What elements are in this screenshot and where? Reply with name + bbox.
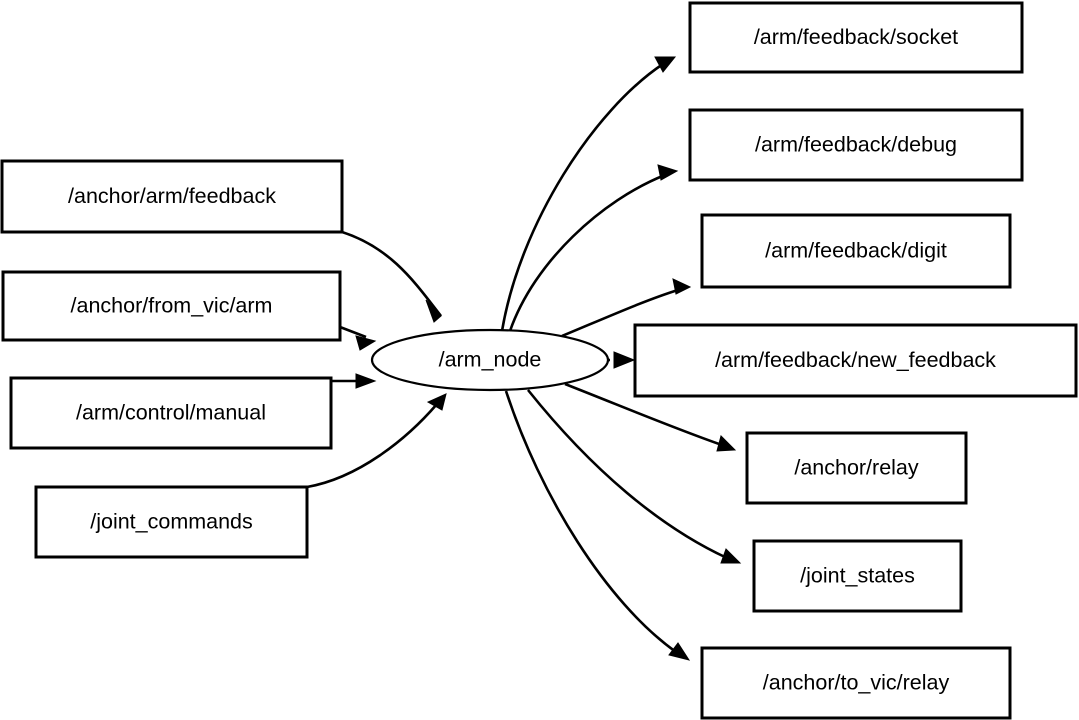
topic-node-anchor-relay[interactable]: /anchor/relay	[745, 431, 968, 505]
topic-label-arm-feedback-new-feedback: /arm/feedback/new_feedback	[715, 348, 996, 372]
topic-box-arm-feedback-debug[interactable]	[688, 108, 1024, 182]
edge-in-anchor-arm-feedback	[341, 230, 443, 317]
center-node-arm-node[interactable]: /arm_node	[370, 328, 610, 392]
topic-label-anchor-relay: /anchor/relay	[794, 456, 919, 480]
topic-box-anchor-relay[interactable]	[745, 431, 968, 505]
arrowhead-icon-arm-feedback-socket	[654, 56, 677, 73]
topic-node-joint-commands[interactable]: /joint_commands	[34, 485, 309, 559]
topic-box-anchor-arm-feedback[interactable]	[0, 159, 344, 234]
topic-node-anchor-arm-feedback[interactable]: /anchor/arm/feedback	[0, 159, 344, 234]
topic-node-anchor-from-vic-arm[interactable]: /anchor/from_vic/arm	[1, 270, 342, 342]
topic-label-anchor-to-vic-relay: /anchor/to_vic/relay	[763, 671, 950, 695]
node-ellipse-arm-node[interactable]	[370, 328, 610, 392]
topic-label-anchor-from-vic-arm: /anchor/from_vic/arm	[71, 294, 273, 318]
edge-out-arm-feedback-digit	[561, 288, 679, 338]
edge-out-arm-feedback-socket	[500, 62, 664, 332]
topic-label-anchor-arm-feedback: /anchor/arm/feedback	[68, 184, 276, 208]
edge-in-anchor-from-vic-arm	[339, 325, 367, 339]
topic-box-joint-states[interactable]	[752, 539, 963, 613]
topic-node-anchor-to-vic-relay[interactable]: /anchor/to_vic/relay	[700, 646, 1012, 720]
topic-box-arm-control-manual[interactable]	[9, 376, 333, 450]
edge-out-arm-feedback-debug	[508, 173, 666, 332]
topic-node-arm-feedback-debug[interactable]: /arm/feedback/debug	[688, 108, 1024, 182]
topic-node-arm-feedback-digit[interactable]: /arm/feedback/digit	[700, 213, 1012, 289]
topic-box-arm-feedback-socket[interactable]	[688, 1, 1024, 74]
edge-in-joint-commands	[306, 403, 438, 489]
arrowhead-icon-arm-control-manual	[355, 373, 377, 389]
topic-node-joint-states[interactable]: /joint_states	[752, 539, 963, 613]
arrowhead-icon-anchor-from-vic-arm	[355, 335, 377, 351]
topic-node-arm-feedback-socket[interactable]: /arm/feedback/socket	[688, 1, 1024, 74]
arrowhead-icon-anchor-relay	[716, 435, 737, 452]
topic-label-joint-commands: /joint_commands	[90, 510, 253, 534]
edge-out-anchor-relay	[564, 382, 723, 447]
topic-box-anchor-to-vic-relay[interactable]	[700, 646, 1012, 720]
topic-node-arm-feedback-new-feedback[interactable]: /arm/feedback/new_feedback	[633, 323, 1078, 398]
arrowhead-icon-arm-feedback-debug	[657, 164, 679, 181]
topic-box-joint-commands[interactable]	[34, 485, 309, 559]
arrowhead-icon-arm-feedback-digit	[672, 278, 692, 295]
arrowhead-icon-joint-commands	[426, 393, 447, 411]
arrowhead-icon-anchor-arm-feedback	[425, 299, 442, 323]
topic-label-arm-feedback-digit: /arm/feedback/digit	[765, 239, 947, 263]
topic-label-arm-control-manual: /arm/control/manual	[76, 401, 266, 425]
topic-label-arm-feedback-socket: /arm/feedback/socket	[754, 25, 958, 49]
topic-label-joint-states: /joint_states	[800, 564, 915, 588]
arrowhead-icon-joint-states	[720, 548, 742, 564]
node-label-arm-node: /arm_node	[439, 348, 542, 372]
edge-out-anchor-to-vic-relay	[504, 390, 677, 654]
topic-box-arm-feedback-digit[interactable]	[700, 213, 1012, 289]
topic-box-arm-feedback-new-feedback[interactable]	[633, 323, 1078, 398]
arrowhead-icon-arm-feedback-new-feedback	[613, 351, 636, 369]
edges-layer	[306, 56, 742, 661]
arrowhead-icon-anchor-to-vic-relay	[668, 642, 691, 661]
topic-label-arm-feedback-debug: /arm/feedback/debug	[755, 133, 957, 157]
topic-box-anchor-from-vic-arm[interactable]	[1, 270, 342, 342]
edge-out-joint-states	[526, 389, 728, 560]
topic-node-arm-control-manual[interactable]: /arm/control/manual	[9, 376, 333, 450]
